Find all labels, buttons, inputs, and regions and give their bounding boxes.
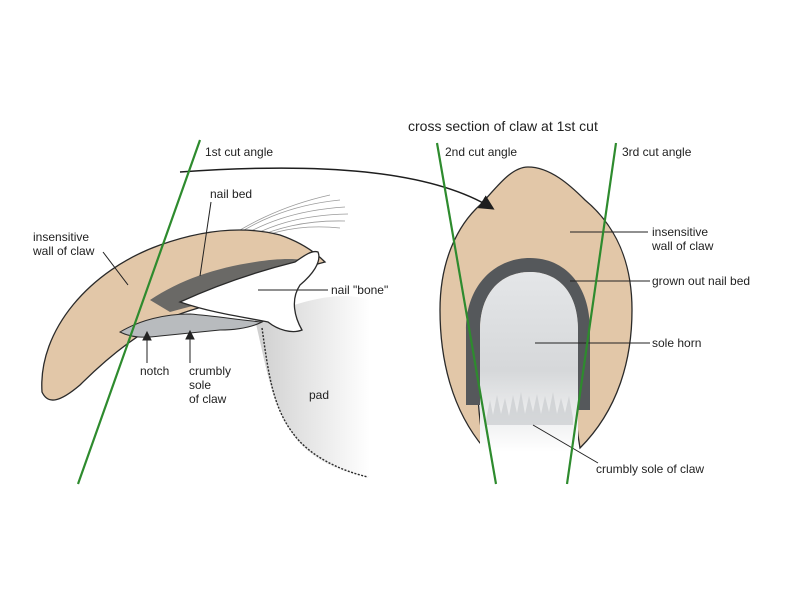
side-view xyxy=(41,194,370,478)
side-crumbly-sole-label: crumbly sole of claw xyxy=(189,364,232,406)
section-arrow xyxy=(179,167,495,210)
second-cut-label: 2nd cut angle xyxy=(445,145,518,159)
cross-section-title: cross section of claw at 1st cut xyxy=(408,118,598,134)
pad-label: pad xyxy=(309,388,330,402)
side-view-pointers xyxy=(102,201,328,291)
notch-label: notch xyxy=(140,364,170,378)
crumbly-sole xyxy=(118,313,264,338)
nail-bone xyxy=(178,250,320,333)
third-cut-label: 3rd cut angle xyxy=(622,145,692,159)
side-insensitive-wall-label: insensitive wall of claw xyxy=(33,230,95,258)
crumbly-texture xyxy=(486,392,573,425)
grown-out-nail-bed-label: grown out nail bed xyxy=(652,274,751,288)
grown-out-nail-bed xyxy=(466,258,590,410)
section-insensitive-wall-label: insensitive wall of claw xyxy=(652,225,714,253)
first-cut-label: 1st cut angle xyxy=(205,145,274,159)
second-cut-line xyxy=(435,142,498,485)
nail-bed-label: nail bed xyxy=(210,187,253,201)
section-crumbly-sole-label: crumbly sole of claw xyxy=(596,462,705,476)
nail-bone-label: nail "bone" xyxy=(331,283,389,297)
toe-pad xyxy=(255,296,370,478)
third-cut-line xyxy=(565,142,618,485)
sole-horn-label: sole horn xyxy=(652,336,702,350)
toe-pad-outline xyxy=(261,327,369,478)
cross-section-pointers xyxy=(532,231,650,464)
first-cut-line xyxy=(76,139,202,485)
cross-section xyxy=(179,166,650,464)
cut-lines xyxy=(76,139,618,485)
side-view-arrows xyxy=(142,329,195,363)
